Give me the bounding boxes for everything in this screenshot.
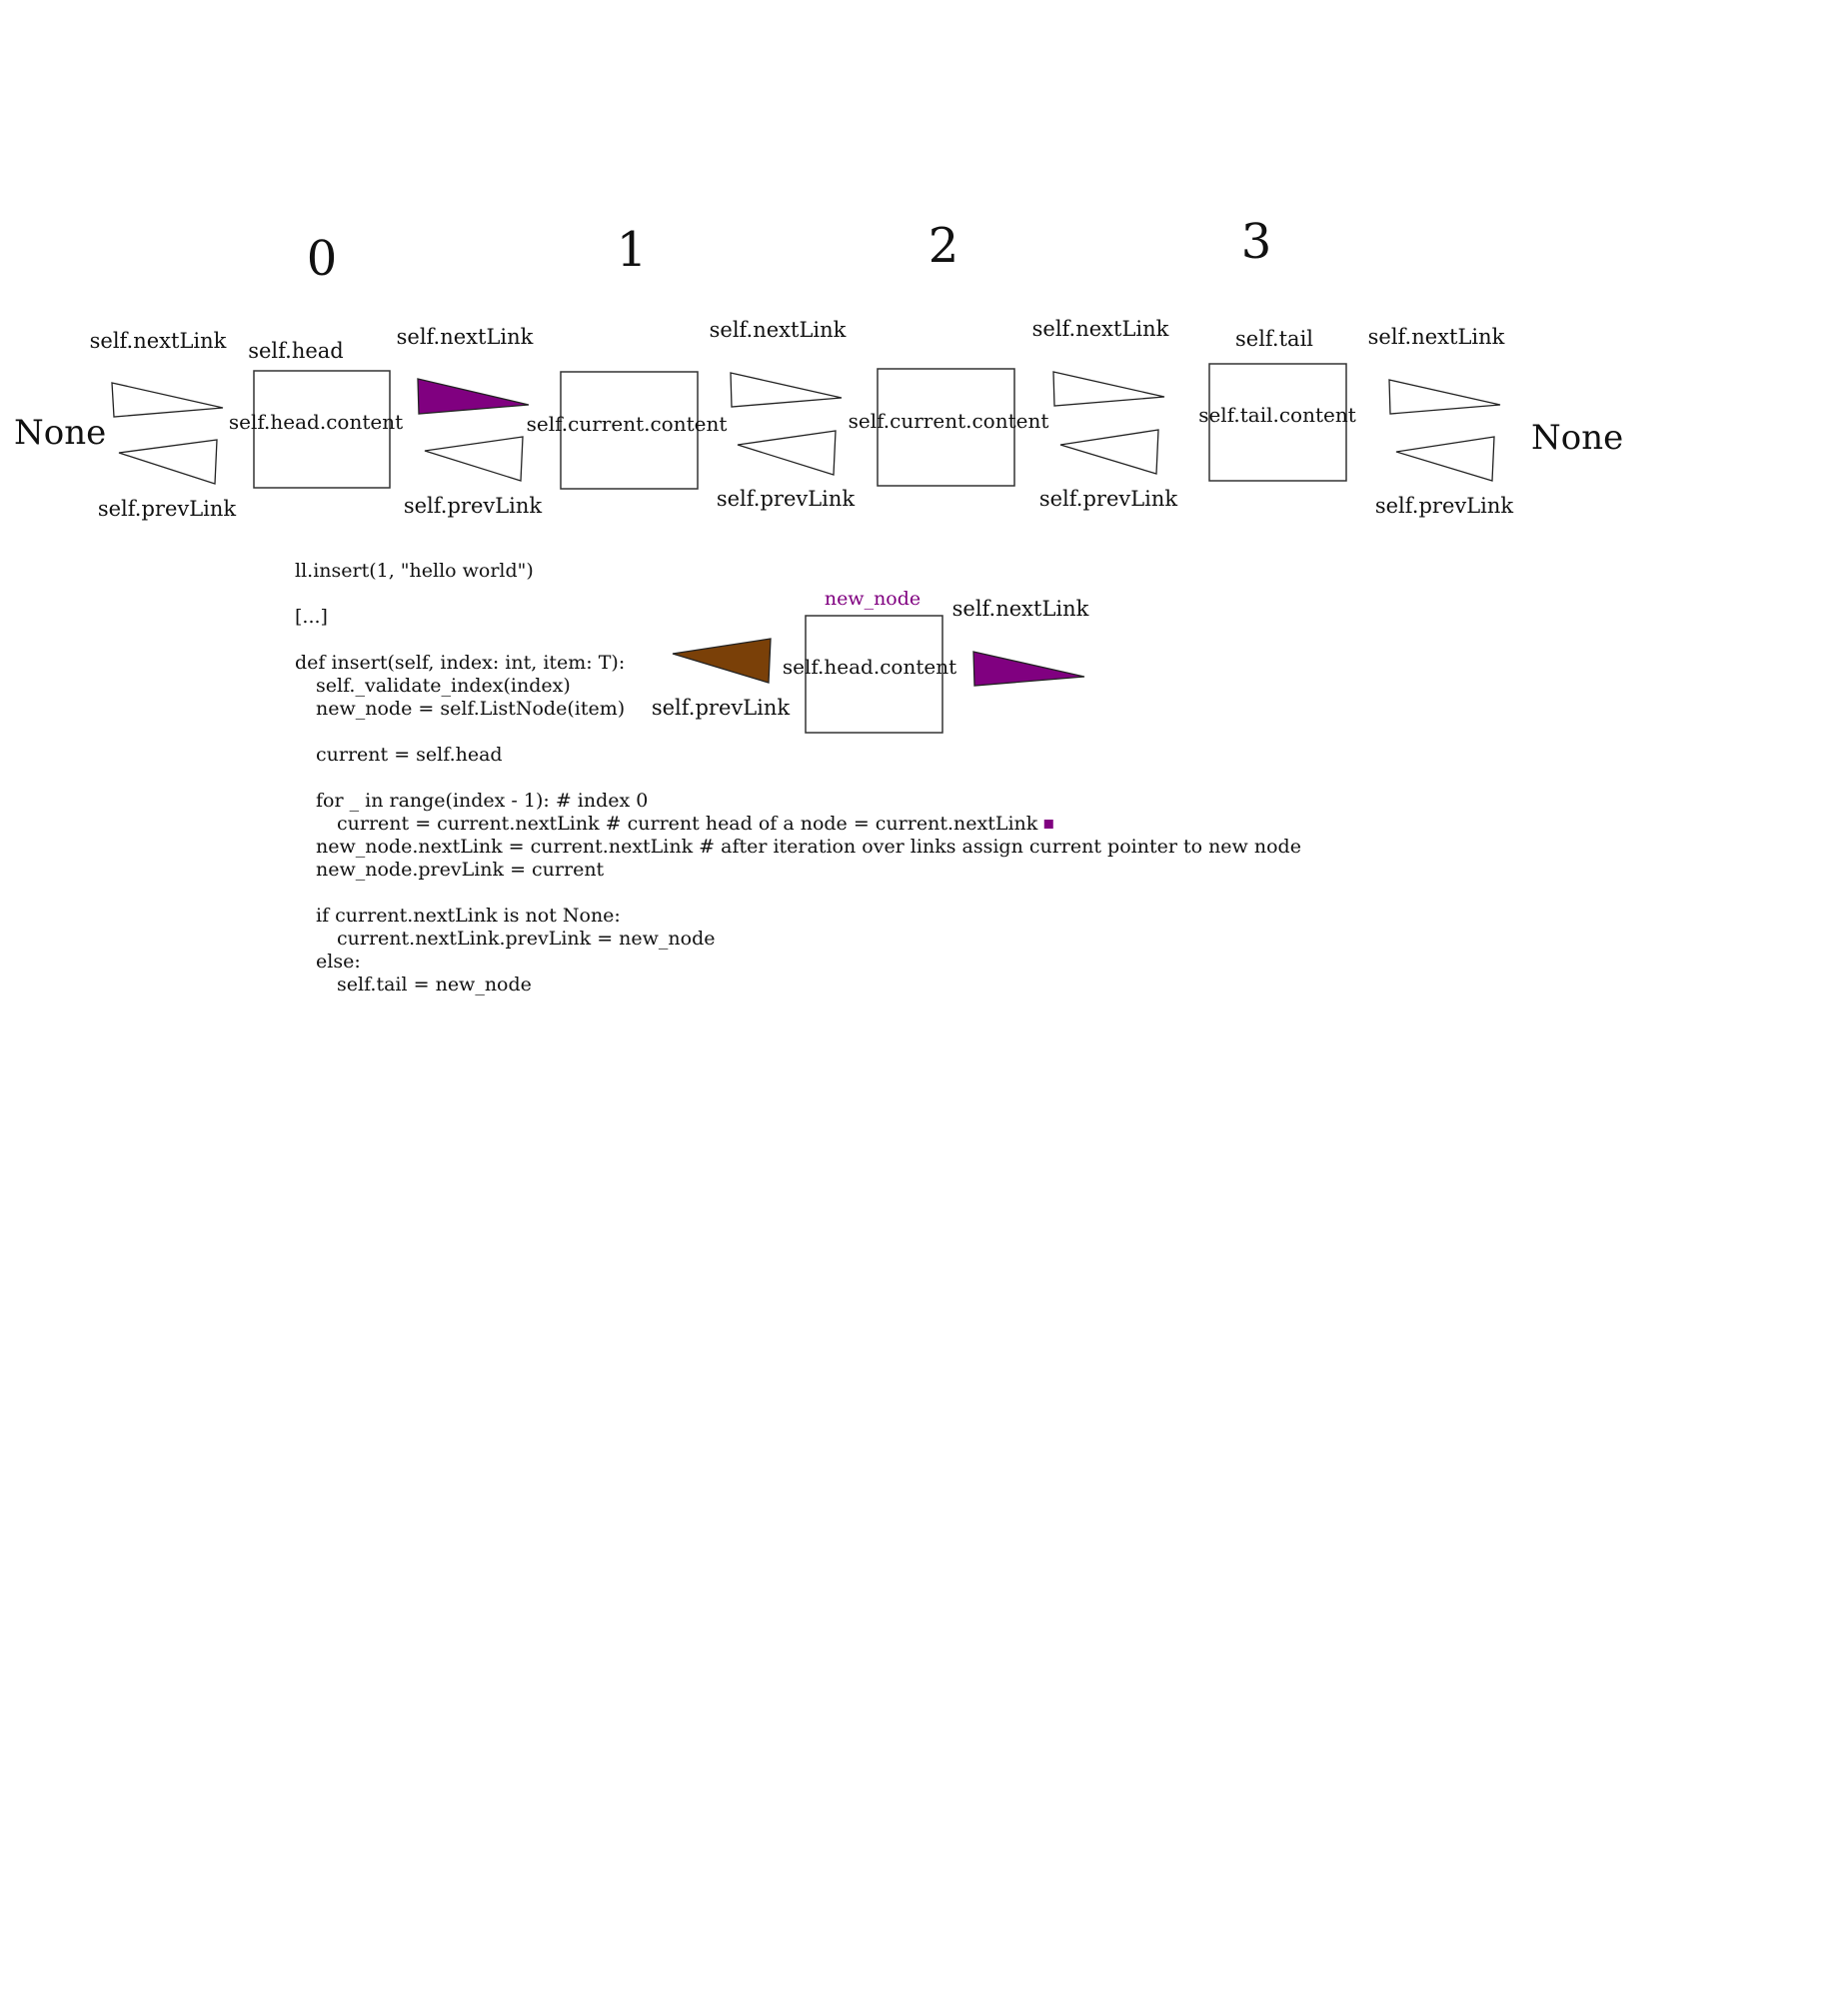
node-1-content: self.current.content	[527, 412, 728, 436]
code-line: new_node.prevLink = current	[316, 859, 605, 881]
code-line: new_node = self.ListNode(item)	[316, 698, 625, 720]
node-3-top-label: self.tail	[1235, 327, 1313, 351]
link-2-prev-label: self.prevLink	[717, 487, 856, 511]
new-node-title: new_node	[825, 588, 921, 610]
link-3-next-label: self.nextLink	[1032, 317, 1169, 341]
node-3-box	[1208, 363, 1347, 482]
new-node-prev-arrow	[672, 638, 772, 684]
link-0-prev-arrow	[118, 439, 218, 485]
code-block: ll.insert(1, "hello world") [...] def inse…	[295, 560, 1301, 996]
link-2-next-label: self.nextLink	[710, 318, 847, 342]
code-line: current.nextLink.prevLink = new_node	[337, 928, 716, 950]
link-1-next-label: self.nextLink	[397, 325, 534, 349]
new-node-next-label: self.nextLink	[952, 597, 1089, 621]
code-line: ll.insert(1, "hello world")	[295, 560, 534, 582]
new-node-box	[805, 615, 943, 734]
link-4-next-arrow	[1388, 379, 1501, 415]
index-label-0: 0	[307, 231, 338, 287]
link-0-next-label: self.nextLink	[90, 329, 227, 353]
link-1-prev-arrow	[424, 436, 524, 482]
new-node-content: self.head.content	[783, 655, 956, 679]
code-line: else:	[316, 951, 361, 973]
link-0-prev-label: self.prevLink	[98, 497, 237, 521]
code-line: current = current.nextLink # current hea…	[337, 813, 1038, 835]
index-label-1: 1	[617, 222, 648, 278]
link-4-prev-label: self.prevLink	[1375, 494, 1514, 518]
link-2-prev-arrow	[737, 430, 837, 476]
code-line: self._validate_index(index)	[316, 675, 571, 697]
link-1-prev-label: self.prevLink	[404, 494, 543, 518]
new-node-next-arrow	[972, 651, 1085, 687]
node-0-top-label: self.head	[248, 339, 344, 363]
link-4-prev-arrow	[1395, 436, 1495, 482]
new-node-prev-label: self.prevLink	[652, 696, 791, 720]
code-line: for _ in range(index - 1): # index 0	[316, 790, 648, 812]
node-3-content: self.tail.content	[1198, 403, 1356, 427]
node-2-content: self.current.content	[849, 409, 1049, 433]
link-0-next-arrow	[111, 382, 224, 418]
node-0-box	[253, 370, 391, 489]
link-4-next-label: self.nextLink	[1368, 325, 1505, 349]
code-line: [...]	[295, 606, 328, 628]
none-right-label: None	[1531, 418, 1623, 458]
index-label-2: 2	[928, 218, 959, 274]
node-0-content: self.head.content	[229, 410, 403, 434]
link-2-next-arrow	[730, 372, 843, 408]
node-1-box	[560, 371, 699, 490]
link-3-prev-label: self.prevLink	[1039, 487, 1178, 511]
code-line: def insert(self, index: int, item: T):	[295, 652, 625, 674]
link-1-next-arrow	[417, 378, 530, 415]
none-left-label: None	[14, 413, 106, 453]
link-3-prev-arrow	[1059, 429, 1159, 475]
code-line: current = self.head	[316, 744, 503, 766]
link-3-next-arrow	[1052, 371, 1165, 407]
node-2-box	[877, 368, 1015, 487]
index-label-3: 3	[1241, 214, 1272, 270]
code-marker	[1043, 820, 1053, 829]
code-line: new_node.nextLink = current.nextLink # a…	[316, 836, 1301, 858]
code-line: self.tail = new_node	[337, 974, 532, 996]
code-line: if current.nextLink is not None:	[316, 905, 621, 927]
